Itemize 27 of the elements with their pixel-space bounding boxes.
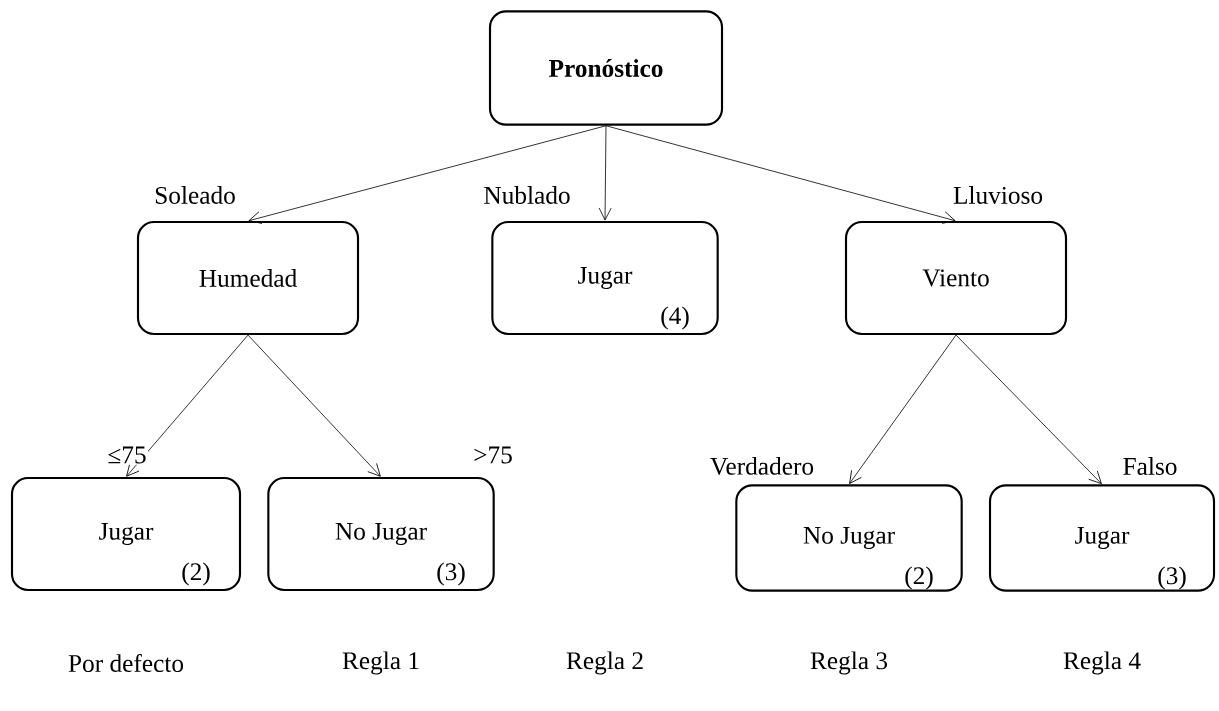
edge-label: Soleado <box>155 186 235 204</box>
decision-box: Jugar (4) <box>491 220 719 336</box>
arrow <box>248 125 607 224</box>
rule-label: Regla 4 <box>1063 651 1141 675</box>
decision-box: No Jugar (2) <box>735 484 963 592</box>
edge-label: Lluvioso <box>953 186 1043 204</box>
decision-box: Viento <box>844 220 1068 336</box>
edge-label: Nublado <box>484 186 570 204</box>
rule-label: Regla 3 <box>810 651 888 675</box>
arrow <box>598 125 612 221</box>
edge-label: Falso <box>1123 457 1177 475</box>
arrow <box>849 334 957 484</box>
decision-box: Jugar (3) <box>988 484 1216 592</box>
edge-label: Verdadero <box>710 457 814 475</box>
arrow <box>247 334 381 477</box>
decision-box: Jugar (2) <box>10 476 242 592</box>
decision-box: Humedad <box>136 220 360 336</box>
arrow <box>955 334 1102 485</box>
rule-label: Por defecto <box>68 653 184 673</box>
rule-label: Regla 1 <box>342 651 419 675</box>
decision-box: Pronóstico <box>488 10 724 126</box>
edge-label: ≤75 <box>108 446 146 464</box>
decision-box: No Jugar (3) <box>267 476 495 592</box>
rule-label: Regla 2 <box>566 651 643 675</box>
arrow <box>126 334 249 477</box>
arrow <box>605 125 956 224</box>
edge-label: >75 <box>474 446 512 464</box>
